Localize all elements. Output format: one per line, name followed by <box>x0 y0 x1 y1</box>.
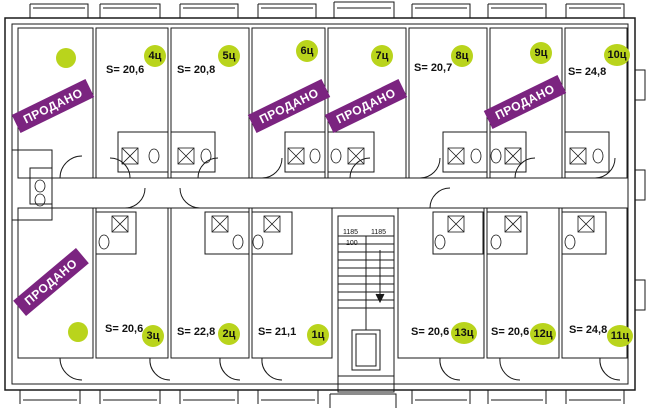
unit-badge-1c: 1ц <box>307 324 329 346</box>
unit-badge-7c: 7ц <box>371 45 393 67</box>
room-3c <box>95 207 169 359</box>
unit-area-4c: S= 20,6 <box>106 64 145 76</box>
fixture-top-2 <box>177 147 212 165</box>
room-12c <box>486 207 560 359</box>
unit-badge-8c: 8ц <box>451 45 473 67</box>
fixture-bottom-5 <box>490 215 522 250</box>
marker-top-left <box>56 48 76 68</box>
fixture-bottom-6 <box>564 215 595 250</box>
fixture-top-5 <box>447 147 482 165</box>
fixture-service <box>34 179 46 207</box>
room-1c <box>251 207 333 359</box>
unit-area-11c: S= 24,8 <box>569 324 608 336</box>
fixture-bottom-3 <box>252 215 281 250</box>
stair-dim-right: 1185 <box>371 229 387 236</box>
unit-area-13c: S= 20,6 <box>411 326 450 338</box>
unit-area-10c: S= 24,8 <box>568 66 607 78</box>
unit-badge-5c: 5ц <box>218 45 240 67</box>
unit-badge-6c: 6ц <box>296 40 318 62</box>
unit-badge-13c: 13ц <box>451 322 477 344</box>
fixture-top-3 <box>287 147 321 165</box>
fixture-top-4 <box>330 147 365 165</box>
fixture-top-6 <box>490 147 522 165</box>
unit-area-1c: S= 21,1 <box>258 326 297 338</box>
stair-dim-left: 1185 <box>343 229 359 236</box>
room-11c <box>561 207 628 359</box>
fixture-top-1 <box>121 147 160 165</box>
unit-badge-3c: 3ц <box>142 325 164 347</box>
unit-area-3c: S= 20,6 <box>105 323 144 335</box>
unit-badge-4c: 4ц <box>144 45 166 67</box>
fixture-bottom-4 <box>434 215 465 250</box>
unit-area-12c: S= 20,6 <box>491 326 530 338</box>
fixture-bottom-1 <box>98 215 129 250</box>
unit-badge-12c: 12ц <box>530 323 556 345</box>
outer-wall <box>4 17 636 391</box>
fixture-top-7 <box>569 147 604 165</box>
room-13c <box>397 207 485 359</box>
room-2c <box>170 207 250 359</box>
unit-area-5c: S= 20,8 <box>177 64 216 76</box>
unit-badge-11c: 11ц <box>607 325 633 347</box>
staircase <box>337 215 395 377</box>
unit-area-2c: S= 22,8 <box>177 326 216 338</box>
unit-badge-9c: 9ц <box>530 42 552 64</box>
unit-badge-10c: 10ц <box>604 44 630 66</box>
marker-bottom-left <box>68 322 88 342</box>
fixture-bottom-2 <box>211 215 244 250</box>
stair-dim-landing: 100 <box>346 240 358 247</box>
unit-area-8c: S= 20,7 <box>414 62 453 74</box>
room-bottom-1 <box>17 207 94 359</box>
unit-badge-2c: 2ц <box>218 323 240 345</box>
